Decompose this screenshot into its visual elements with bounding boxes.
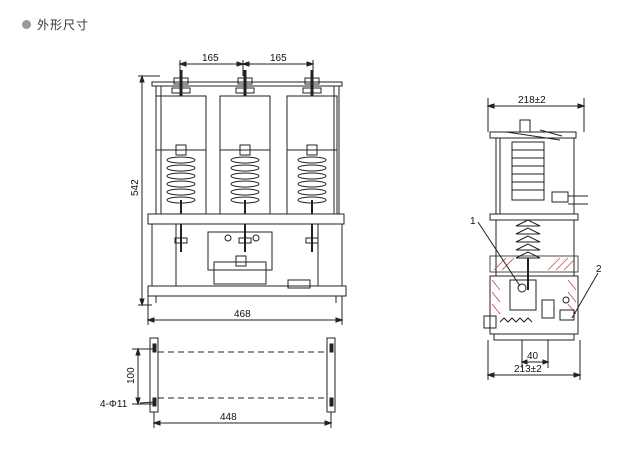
insulator-right <box>297 144 327 214</box>
dim-plan-width: 448 <box>220 412 237 423</box>
dim-bottom: 213±2 <box>514 364 542 375</box>
terminal-middle <box>235 70 255 96</box>
section-header: 外形尺寸 <box>22 16 89 32</box>
side-view: 218±2 <box>470 95 602 380</box>
dim-pitch-right: 165 <box>270 53 287 64</box>
terminal-left <box>171 70 191 96</box>
dim-width: 468 <box>234 309 251 320</box>
front-view: 165 165 542 <box>130 53 347 325</box>
hatch-band <box>489 255 579 315</box>
dim-height: 542 <box>130 179 141 196</box>
callout-2: 2 <box>596 264 602 275</box>
dim-small: 40 <box>527 351 539 362</box>
dim-depth: 100 <box>126 367 137 384</box>
bullet-icon <box>22 19 31 29</box>
dim-holes: 4-Φ11 <box>100 399 128 410</box>
insulator-middle <box>230 144 260 214</box>
dim-pitch-left: 165 <box>202 53 219 64</box>
terminal-right <box>302 70 322 96</box>
insulator-left <box>166 144 196 214</box>
callout-1: 1 <box>470 216 476 227</box>
dim-top: 218±2 <box>518 95 546 106</box>
plan-view: 100 4-Φ11 448 <box>100 337 336 428</box>
section-title: 外形尺寸 <box>37 17 90 32</box>
